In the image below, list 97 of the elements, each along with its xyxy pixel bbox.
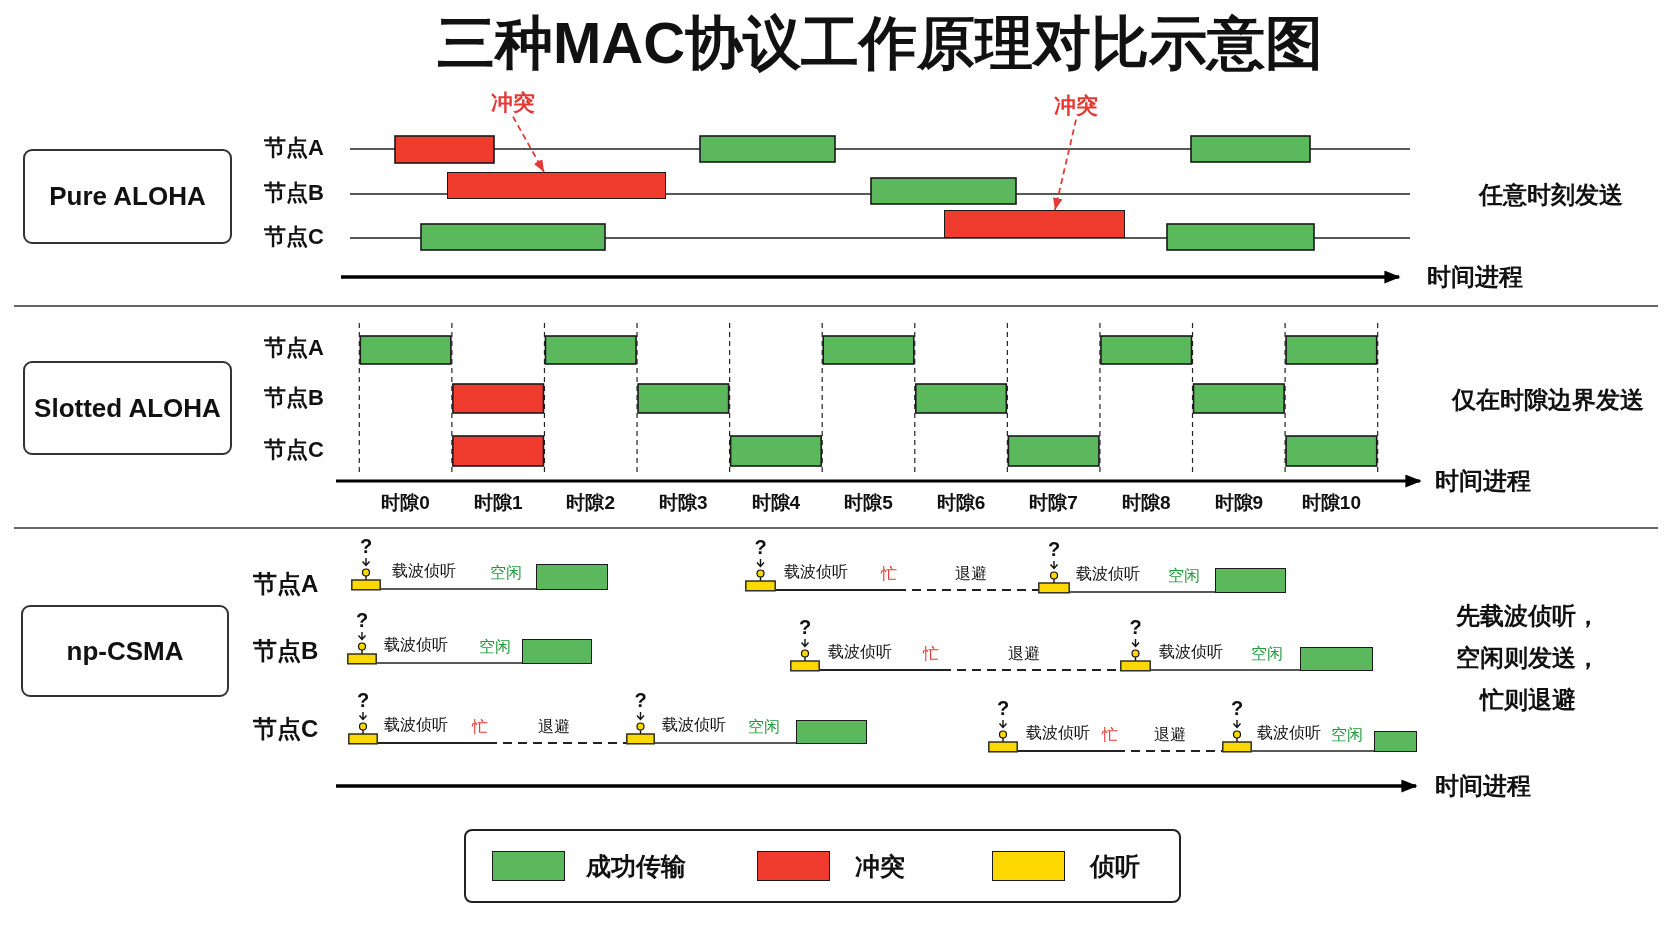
legend-label: 侦听 (1090, 851, 1140, 881)
frame-bar (1215, 568, 1286, 593)
status-label: 忙 (472, 717, 488, 737)
row-label: 节点A (253, 570, 319, 598)
slot-label: 时隙4 (751, 492, 801, 514)
step-label: 载波侦听 (1159, 642, 1223, 662)
question-mark: ? (634, 688, 647, 712)
step-label: 载波侦听 (662, 715, 726, 735)
slot-label: 时隙0 (381, 492, 430, 514)
timeline (377, 742, 627, 744)
leader-arrow (1053, 118, 1077, 211)
status-label: 忙 (881, 564, 897, 584)
callout-label: 冲突 (1054, 93, 1098, 119)
legend-label: 成功传输 (586, 851, 686, 881)
step-label: 载波侦听 (1257, 723, 1321, 743)
step-label: 载波侦听 (1076, 564, 1140, 584)
axis-label: 时间进程 (1435, 772, 1531, 800)
question-mark: ? (754, 535, 767, 559)
slot-label: 时隙2 (566, 492, 616, 514)
step-label: 退避 (1154, 725, 1186, 745)
timeline (380, 588, 537, 590)
slot-label: 时隙9 (1214, 492, 1264, 514)
label-box: np-CSMA (21, 605, 229, 697)
status-label: 空闲 (490, 563, 522, 583)
frame-bar (944, 210, 1125, 238)
frame-bar (1300, 647, 1373, 671)
antenna-icon (745, 559, 776, 592)
title: 三种MAC协议工作原理对比示意图 (436, 9, 1324, 77)
step-label: 载波侦听 (384, 635, 448, 655)
row-label: 节点C (253, 715, 319, 743)
slot-label: 时隙6 (936, 492, 986, 514)
question-mark: ? (359, 534, 373, 558)
callout-label: 冲突 (491, 90, 535, 116)
axis-label: 时间进程 (1435, 467, 1531, 495)
status-label: 空闲 (1168, 566, 1200, 586)
step-label: 载波侦听 (384, 715, 448, 735)
antenna-icon (347, 632, 377, 665)
leader-arrow (512, 115, 545, 173)
step-label: 退避 (955, 564, 987, 584)
side-note: 任意时刻发送 (1479, 181, 1623, 209)
step-label: 退避 (538, 717, 570, 737)
status-label: 空闲 (479, 637, 511, 657)
axis-label: 时间进程 (1427, 263, 1523, 291)
antenna-icon (351, 558, 381, 591)
slot-label: 时隙5 (844, 492, 893, 514)
row-label: 节点B (264, 385, 324, 411)
antenna-icon (1038, 561, 1070, 594)
row-label: 节点C (264, 437, 324, 463)
status-label: 空闲 (1251, 644, 1283, 664)
row-label: 节点C (264, 224, 324, 250)
question-mark: ? (798, 615, 812, 639)
legend-label: 冲突 (855, 851, 905, 881)
timeline (654, 742, 797, 744)
row-label: 节点B (253, 637, 319, 665)
label-box: Pure ALOHA (23, 149, 232, 244)
slot-label: 时隙8 (1121, 492, 1171, 514)
antenna-icon (1120, 639, 1151, 672)
step-label: 载波侦听 (828, 642, 892, 662)
frame-bar (447, 172, 666, 199)
antenna-icon (790, 639, 820, 672)
row-label: 节点B (264, 180, 324, 206)
row-label: 节点A (264, 135, 324, 161)
status-label: 忙 (923, 644, 939, 664)
row-label: 节点A (264, 335, 324, 361)
frame-bar (796, 720, 867, 744)
question-mark: ? (1230, 696, 1244, 720)
frame-bar (1374, 731, 1417, 752)
step-label: 载波侦听 (392, 561, 456, 581)
question-mark: ? (356, 688, 370, 712)
step-label: 载波侦听 (784, 562, 848, 582)
timeline (1069, 591, 1216, 593)
slot-label: 时隙3 (659, 492, 708, 514)
frame-bar (536, 564, 608, 590)
timeline (775, 589, 1039, 591)
frame-bar (522, 639, 592, 664)
antenna-icon (988, 720, 1018, 753)
question-mark: ? (1047, 537, 1061, 561)
side-note: 仅在时隙边界发送 (1452, 386, 1644, 414)
antenna-icon (1222, 720, 1252, 753)
status-label: 忙 (1102, 725, 1118, 745)
question-mark: ? (355, 608, 369, 632)
slot-label: 时隙7 (1029, 492, 1078, 514)
antenna-icon (626, 712, 655, 745)
question-mark: ? (1129, 615, 1142, 639)
label-box: Slotted ALOHA (23, 361, 232, 455)
step-label: 载波侦听 (1026, 723, 1090, 743)
step-label: 退避 (1008, 644, 1040, 664)
timeline (376, 662, 523, 664)
timeline (1251, 750, 1375, 752)
question-mark: ? (996, 696, 1010, 720)
side-note: 先载波侦听，空闲则发送，忙则退避 (1455, 601, 1601, 715)
timeline (1150, 669, 1301, 671)
status-label: 空闲 (748, 717, 780, 737)
status-label: 空闲 (1331, 725, 1363, 745)
timeline (1017, 750, 1223, 752)
antenna-icon (348, 712, 378, 745)
slot-label: 时隙1 (473, 492, 523, 514)
